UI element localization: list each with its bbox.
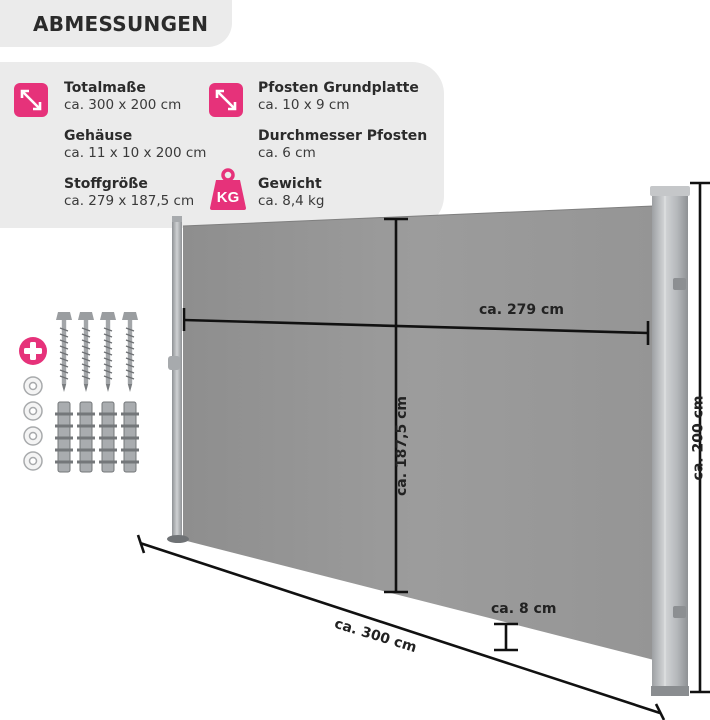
spec-value: ca. 10 x 9 cm bbox=[258, 97, 350, 113]
dim-width-fabric: ca. 279 cm bbox=[479, 302, 564, 318]
spec-total-dimensions: Totalmaße ca. 300 x 200 cm bbox=[64, 80, 181, 114]
spec-label: Totalmaße bbox=[64, 80, 146, 96]
title-tab: ABMESSUNGEN bbox=[0, 0, 232, 47]
spec-post-diameter: Durchmesser Pfosten ca. 6 cm bbox=[258, 128, 427, 162]
spec-value: ca. 8,4 kg bbox=[258, 193, 325, 209]
spec-value: ca. 11 x 10 x 200 cm bbox=[64, 145, 207, 161]
spec-label: Gewicht bbox=[258, 176, 322, 192]
fabric-panel bbox=[182, 205, 655, 660]
housing-post bbox=[650, 186, 690, 696]
spec-weight: Gewicht ca. 8,4 kg bbox=[258, 176, 324, 210]
page-title: ABMESSUNGEN bbox=[33, 12, 209, 36]
screws bbox=[56, 312, 138, 392]
spec-label: Stoffgröße bbox=[64, 176, 148, 192]
spec-fabric-size: Stoffgröße ca. 279 x 187,5 cm bbox=[64, 176, 194, 210]
diagonal-arrow-icon bbox=[14, 83, 48, 117]
spec-value: ca. 279 x 187,5 cm bbox=[64, 193, 195, 209]
width-fabric-line bbox=[183, 318, 649, 335]
spec-label: Pfosten Grundplatte bbox=[258, 80, 419, 96]
washers bbox=[23, 376, 43, 471]
spec-label: Durchmesser Pfosten bbox=[258, 128, 428, 144]
kg-label: KG bbox=[217, 189, 240, 206]
spec-value: ca. 6 cm bbox=[258, 145, 316, 161]
spec-label: Gehäuse bbox=[64, 128, 133, 144]
diagonal-arrow-icon bbox=[209, 83, 243, 117]
dim-height-fabric: ca. 187,5 cm bbox=[393, 396, 410, 496]
spec-housing: Gehäuse ca. 11 x 10 x 200 cm bbox=[64, 128, 206, 162]
plus-icon bbox=[19, 337, 47, 365]
dimension-lines bbox=[136, 181, 710, 720]
left-pole bbox=[167, 216, 189, 543]
accessories bbox=[19, 312, 139, 473]
dim-height-total: ca. 200 cm bbox=[690, 395, 707, 481]
width-total-line bbox=[139, 541, 661, 715]
spec-value: ca. 300 x 200 cm bbox=[64, 97, 182, 113]
dim-ground-gap: ca. 8 cm bbox=[491, 601, 557, 617]
spec-post-baseplate: Pfosten Grundplatte ca. 10 x 9 cm bbox=[258, 80, 419, 114]
weight-kg-icon: KG bbox=[208, 168, 248, 212]
wall-plugs bbox=[55, 401, 139, 473]
